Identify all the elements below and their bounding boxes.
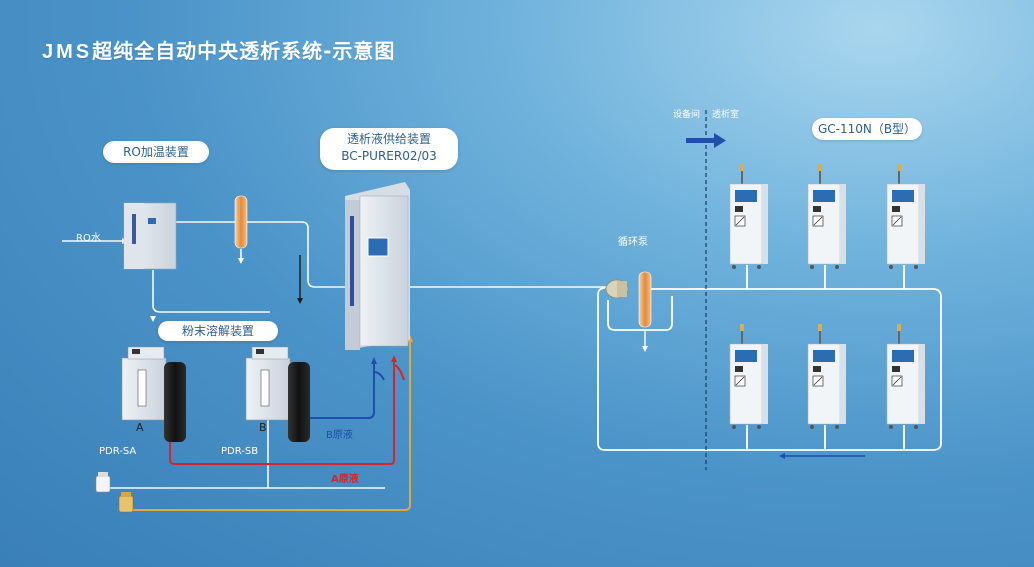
supply-label-line2: BC-PURER02/03 xyxy=(341,149,437,163)
a-liquid-line xyxy=(169,360,395,465)
ro-water-label: RO水 xyxy=(76,233,101,244)
supply-cabinet xyxy=(345,182,410,350)
title-text: 超纯全自动中央透析系统-示意图 xyxy=(92,39,396,63)
page-title: JMS超纯全自动中央透析系统-示意图 xyxy=(42,35,395,64)
yellow-container xyxy=(118,492,134,513)
dialysis-machine-2 xyxy=(807,164,846,269)
pump-filter xyxy=(638,271,652,328)
ro-heater-label: RO加温装置 xyxy=(103,141,209,163)
equip-room-label: 设备间 xyxy=(673,110,701,120)
water-pipes xyxy=(62,221,610,489)
dialysis-machine-3 xyxy=(886,164,925,269)
white-container xyxy=(95,472,111,493)
unit-b-letter: B xyxy=(259,421,267,434)
powder-device-label: 粉末溶解装置 xyxy=(158,321,278,341)
dialysis-machine-6 xyxy=(886,324,925,429)
dialysis-machine-5 xyxy=(807,324,846,429)
b-liquid-label: B原液 xyxy=(326,430,353,441)
supply-line xyxy=(132,340,411,511)
b-liquid-line xyxy=(306,362,375,419)
pdr-sb-device xyxy=(245,346,310,442)
a-liquid-label: A原液 xyxy=(331,474,359,485)
pdr-sb-label: PDR-SB xyxy=(221,446,259,457)
dialysis-machine-4 xyxy=(729,324,768,429)
machine-model-label: GC-110N（B型） xyxy=(812,118,922,140)
brand-name: JMS xyxy=(42,41,93,63)
direction-arrow xyxy=(714,133,726,148)
pdr-sa-label: PDR-SA xyxy=(99,446,137,457)
pump-label: 循环泵 xyxy=(618,237,648,248)
circulation-pump xyxy=(605,279,629,299)
supply-label-line1: 透析液供给装置 xyxy=(346,132,431,146)
pdr-sa-device xyxy=(121,346,186,442)
unit-a-letter: A xyxy=(136,421,144,434)
heater-filter xyxy=(234,195,248,249)
dialysis-machine-1 xyxy=(729,164,768,269)
ro-heater-device xyxy=(123,202,177,270)
supply-device-label: 透析液供给装置 BC-PURER02/03 xyxy=(320,128,458,170)
dialysis-room-label: 透析室 xyxy=(712,110,740,120)
circulation-loop xyxy=(597,265,942,451)
